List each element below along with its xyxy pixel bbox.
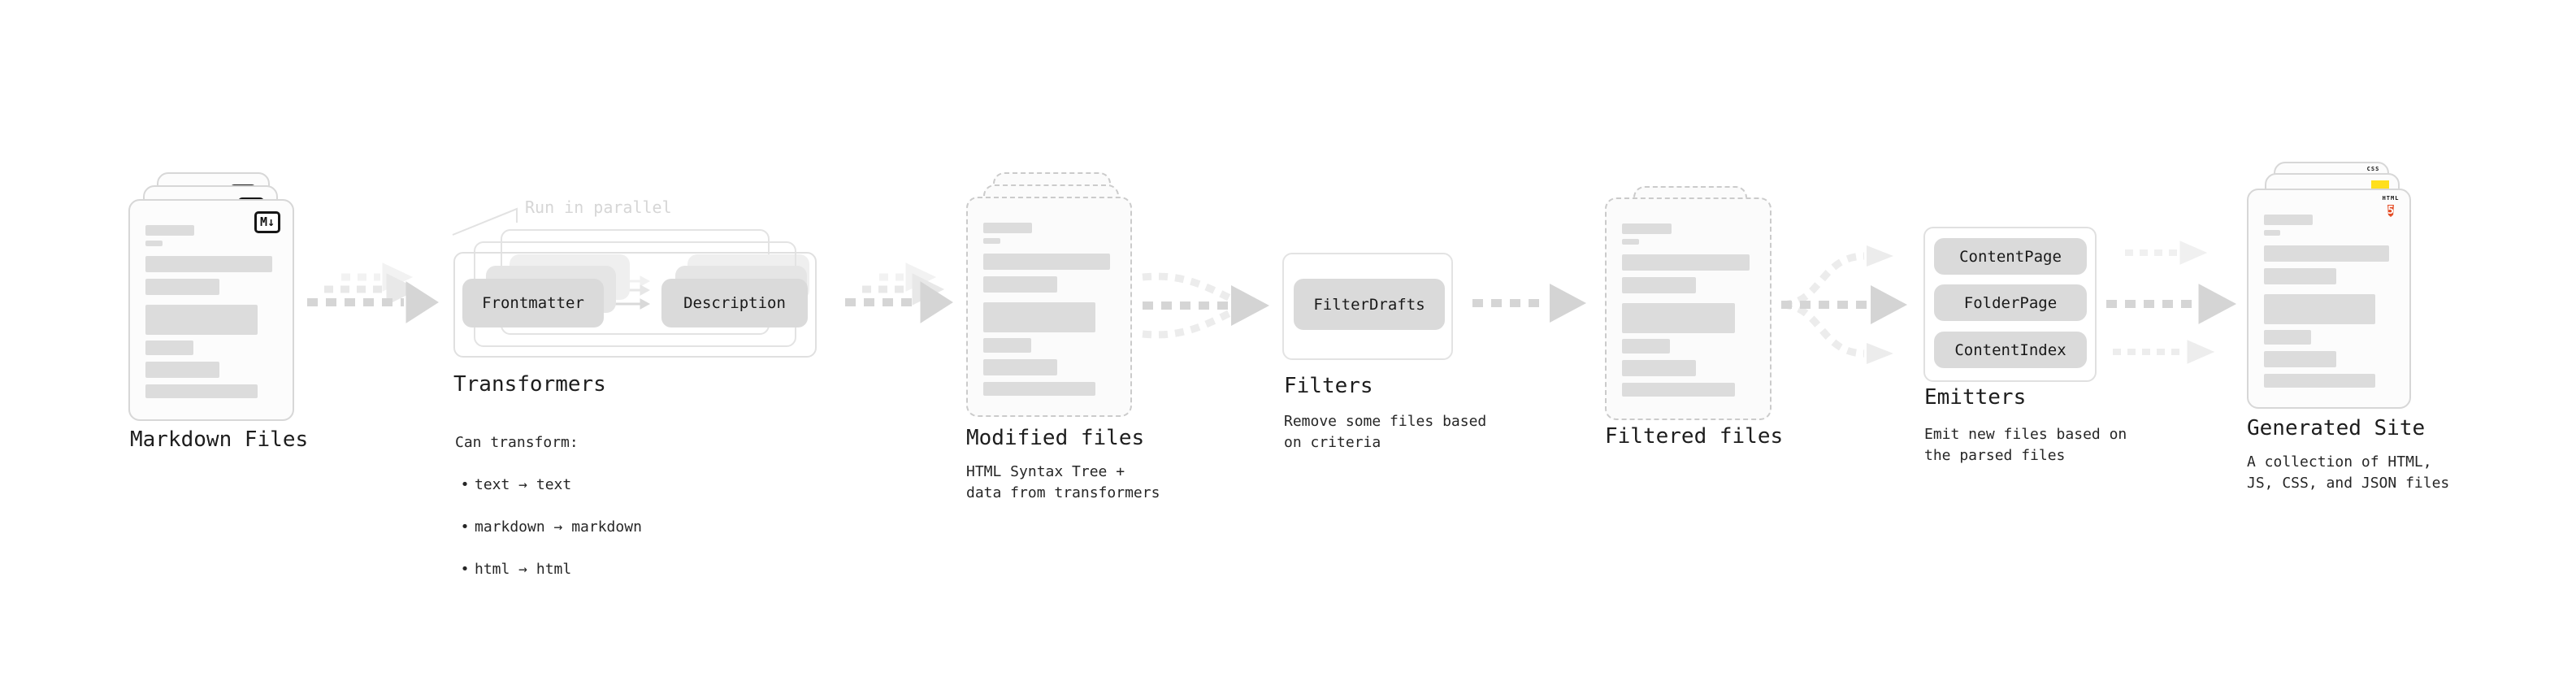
filterdrafts-box: FilterDrafts bbox=[1294, 279, 1445, 330]
placeholder-text-bar bbox=[2264, 215, 2313, 225]
emitters-description: Emit new files based on the parsed files bbox=[1924, 426, 2127, 464]
placeholder-text-bar bbox=[1622, 303, 1736, 333]
arrow-transformers-to-modified bbox=[845, 262, 953, 323]
description-box: Description bbox=[661, 279, 808, 327]
markdown-icon: M↓ bbox=[254, 211, 280, 233]
bullet-text: html → html bbox=[475, 561, 572, 578]
placeholder-text-bar bbox=[145, 279, 219, 295]
bullet-text: text → text bbox=[475, 476, 572, 493]
placeholder-text-bar bbox=[2264, 230, 2281, 236]
arrow-filtered-to-emitters bbox=[1781, 245, 1907, 364]
placeholder-text-bar bbox=[983, 338, 1031, 353]
transform-bullet-item: • text → text bbox=[455, 475, 642, 496]
placeholder-text-bar bbox=[983, 223, 1033, 233]
filtered-files-title: Filtered files bbox=[1605, 424, 1784, 449]
filters-container bbox=[1282, 253, 1453, 360]
placeholder-text-bar bbox=[983, 302, 1096, 332]
filtered-file-card-front bbox=[1605, 197, 1772, 420]
placeholder-text-bar bbox=[983, 359, 1057, 375]
frontmatter-box: Frontmatter bbox=[462, 279, 604, 327]
placeholder-text-bar bbox=[1622, 223, 1672, 234]
placeholder-text-bar bbox=[1622, 383, 1736, 397]
placeholder-text-bar bbox=[983, 276, 1057, 293]
placeholder-text-lines bbox=[2264, 215, 2392, 388]
placeholder-text-bar bbox=[2264, 351, 2337, 367]
html5-icon: HTML 5 bbox=[2382, 195, 2400, 220]
placeholder-text-bar bbox=[983, 254, 1110, 270]
javascript-icon bbox=[2371, 180, 2389, 189]
placeholder-text-bar bbox=[1622, 239, 1639, 245]
placeholder-text-bar bbox=[145, 225, 195, 236]
html5-shield: 5 bbox=[2387, 205, 2394, 217]
arrow-filters-to-filtered bbox=[1472, 284, 1586, 323]
placeholder-text-bar bbox=[1622, 339, 1671, 354]
run-in-parallel-note: Run in parallel bbox=[525, 197, 672, 217]
transform-bullet-item: • html → html bbox=[455, 559, 642, 580]
placeholder-text-lines bbox=[983, 223, 1112, 396]
placeholder-text-bar bbox=[145, 340, 193, 355]
bullet-icon: • bbox=[460, 561, 470, 578]
placeholder-text-bar bbox=[145, 241, 163, 246]
filters-title: Filters bbox=[1284, 374, 1373, 398]
placeholder-text-bar bbox=[2264, 330, 2312, 345]
placeholder-text-bar bbox=[2264, 374, 2375, 388]
placeholder-text-bar bbox=[145, 362, 219, 378]
generated-site-title: Generated Site bbox=[2247, 416, 2426, 440]
arrow-emitters-to-site bbox=[2106, 241, 2237, 364]
placeholder-text-bar bbox=[1622, 277, 1697, 293]
bullet-icon: • bbox=[460, 518, 470, 536]
folderpage-box: FolderPage bbox=[1934, 284, 2087, 321]
placeholder-text-bar bbox=[2264, 294, 2375, 324]
transform-bullet-item: • markdown → markdown bbox=[455, 517, 642, 538]
placeholder-text-bar bbox=[1622, 254, 1750, 271]
transformer-container-front bbox=[453, 252, 817, 358]
placeholder-text-bar bbox=[145, 256, 272, 272]
bullet-text: markdown → markdown bbox=[475, 518, 642, 536]
placeholder-text-bar bbox=[145, 305, 258, 335]
placeholder-text-bar bbox=[2264, 268, 2337, 284]
transformers-desc-heading: Can transform: bbox=[455, 434, 579, 451]
html5-icon-label: HTML bbox=[2382, 195, 2400, 202]
placeholder-text-lines bbox=[1622, 223, 1752, 397]
modified-files-description: HTML Syntax Tree + data from transformer… bbox=[966, 463, 1160, 501]
generated-site-description: A collection of HTML, JS, CSS, and JSON … bbox=[2247, 453, 2450, 492]
placeholder-text-bar bbox=[2264, 245, 2389, 262]
css-icon-label: CSS bbox=[2366, 166, 2380, 172]
placeholder-text-bar bbox=[145, 384, 258, 398]
placeholder-text-bar bbox=[983, 238, 1000, 244]
contentpage-box: ContentPage bbox=[1934, 238, 2087, 275]
markdown-files-label: Markdown Files bbox=[130, 427, 309, 452]
emitters-title: Emitters bbox=[1924, 385, 2027, 410]
bullet-icon: • bbox=[460, 476, 470, 493]
markdown-file-card-front: M↓ bbox=[128, 199, 294, 421]
transformers-title: Transformers bbox=[453, 372, 606, 397]
modified-files-title: Modified files bbox=[966, 426, 1145, 450]
site-file-card-html: HTML 5 bbox=[2247, 189, 2411, 409]
contentindex-box: ContentIndex bbox=[1934, 332, 2087, 368]
placeholder-text-lines bbox=[145, 225, 275, 398]
placeholder-text-bar bbox=[1622, 360, 1697, 376]
transformers-description: Can transform: • text → text • markdown … bbox=[455, 411, 642, 601]
placeholder-text-bar bbox=[983, 382, 1096, 396]
arrow-markdown-to-transformers bbox=[307, 262, 439, 323]
modified-file-card-front bbox=[966, 197, 1132, 417]
arrow-modified-to-filters bbox=[1142, 272, 1269, 339]
filters-description: Remove some files based on criteria bbox=[1284, 413, 1487, 451]
